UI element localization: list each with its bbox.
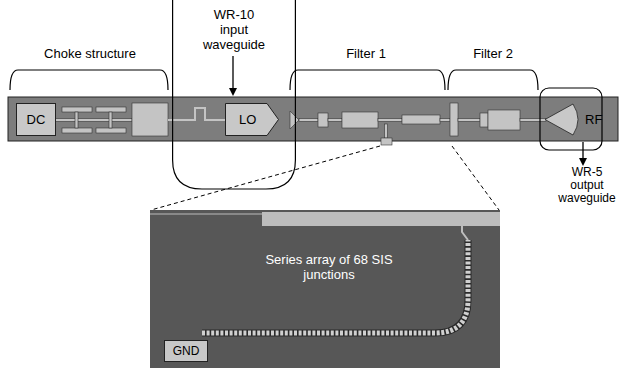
node-text: WR-10 input waveguide [201,7,267,52]
pointer-arrow [232,56,233,92]
pad-node: DC [12,103,60,136]
pointer-arrow [582,142,583,162]
part-label: Choke structure [20,47,160,61]
inset-node: Series array of 68 SIS junctionsGND [150,210,500,368]
metal-line [150,213,262,215]
micrograph-ground [150,210,500,368]
node-text: Series array of 68 SIS junctions [265,252,393,282]
filter-one [290,111,440,145]
waveguide-node: WR-10 input waveguideLO [172,0,296,190]
choke-filter [52,103,226,136]
metal-line [462,226,468,240]
waveguide-outline [173,0,296,189]
node-text: GND [160,344,212,359]
part-label: WR-5 output waveguide [555,166,619,205]
probe-node: LO [225,103,279,136]
horn-fill [545,104,578,135]
chip-substrate [8,97,618,141]
node-text: DC [12,112,60,127]
part-label: Filter 2 [450,47,536,61]
junction-array [202,240,468,333]
junction-array [202,240,468,333]
filter-two [440,103,546,136]
gndpad-node: GND [160,340,212,362]
horn-node: RF [545,103,607,136]
part-label: Filter 1 [320,47,412,61]
node-text: LO [239,112,256,127]
metal-strip [262,212,500,226]
waveguide-outline [540,88,602,150]
node-text: RF [585,112,602,127]
bracket [10,70,538,90]
probe-fill [226,104,279,136]
zoom-line [151,146,499,210]
